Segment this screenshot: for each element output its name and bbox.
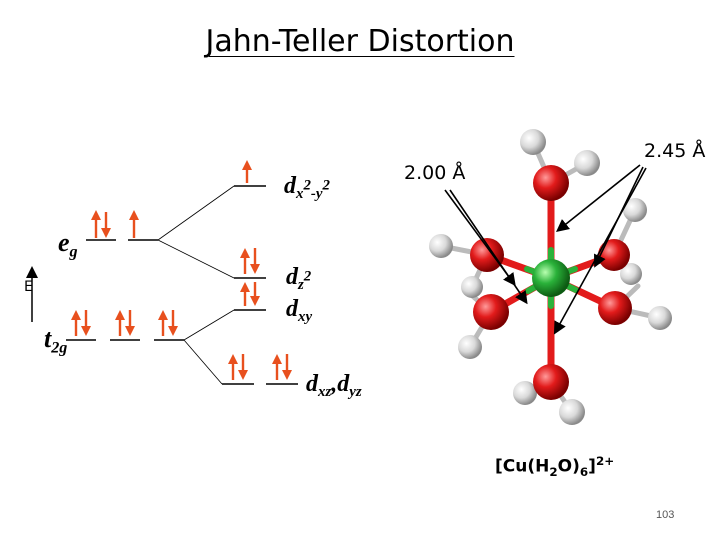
- correlation-lines: [157, 185, 235, 385]
- electron-down: [238, 354, 248, 380]
- dx2-y2-label: dx2-y2: [284, 173, 330, 203]
- electron-arrows: [71, 160, 292, 380]
- electron-down: [282, 354, 292, 380]
- short-bond-length-label: 2.00 Å: [404, 162, 466, 184]
- electron-up: [240, 282, 250, 306]
- electron-down: [81, 310, 91, 336]
- oxygen-atom-axial-bottom: [533, 364, 569, 400]
- electron-down: [250, 248, 260, 274]
- hydrogen-atom: [574, 150, 600, 176]
- electron-up: [91, 210, 101, 238]
- copper-atom: [532, 259, 570, 297]
- electron-up: [158, 310, 168, 336]
- molecule-model: [429, 129, 672, 425]
- electron-down: [168, 310, 178, 336]
- electron-up: [242, 160, 252, 183]
- electron-up: [272, 354, 282, 380]
- oxygen-atoms: [470, 165, 632, 400]
- oxygen-atom: [473, 294, 509, 330]
- hydrogen-atom: [623, 198, 647, 222]
- t2g-label: t2g: [44, 324, 68, 357]
- electron-up: [129, 210, 139, 238]
- hydrogen-atom: [429, 234, 453, 258]
- hydrogen-atom: [620, 263, 642, 285]
- hydrogen-atom: [513, 381, 537, 405]
- oxygen-atom: [598, 291, 632, 325]
- bond-length-arrows: [444, 164, 647, 335]
- hydrogen-atom: [648, 306, 672, 330]
- hydrogen-atom: [458, 335, 482, 359]
- electron-up: [115, 310, 125, 336]
- electron-down: [250, 282, 260, 306]
- oxygen-atom: [470, 238, 504, 272]
- dxz-dyz-label: dxz,dyz: [306, 371, 362, 401]
- slide-title: Jahn-Teller Distortion: [205, 24, 515, 59]
- split-levels: [222, 185, 298, 385]
- eg-label: eg: [58, 228, 78, 261]
- hydrogen-atom: [520, 129, 546, 155]
- page-number: 103: [656, 509, 675, 521]
- oxygen-atom-axial-top: [533, 165, 569, 201]
- long-bond-length-label: 2.45 Å: [644, 140, 706, 162]
- energy-axis-label: E: [24, 279, 33, 295]
- hydrogen-atoms: [429, 129, 672, 425]
- electron-up: [240, 248, 250, 274]
- dz2-label: dz2: [286, 264, 312, 294]
- electron-up: [71, 310, 81, 336]
- hydrogen-atom: [461, 276, 483, 298]
- electron-down: [125, 310, 135, 336]
- dxy-label: dxy: [286, 296, 313, 326]
- hydrogen-atom: [559, 399, 585, 425]
- oxygen-atom: [598, 239, 630, 271]
- electron-down: [101, 212, 111, 238]
- complex-formula: [Cu(H2O)6]2+: [495, 454, 615, 480]
- electron-up: [228, 354, 238, 380]
